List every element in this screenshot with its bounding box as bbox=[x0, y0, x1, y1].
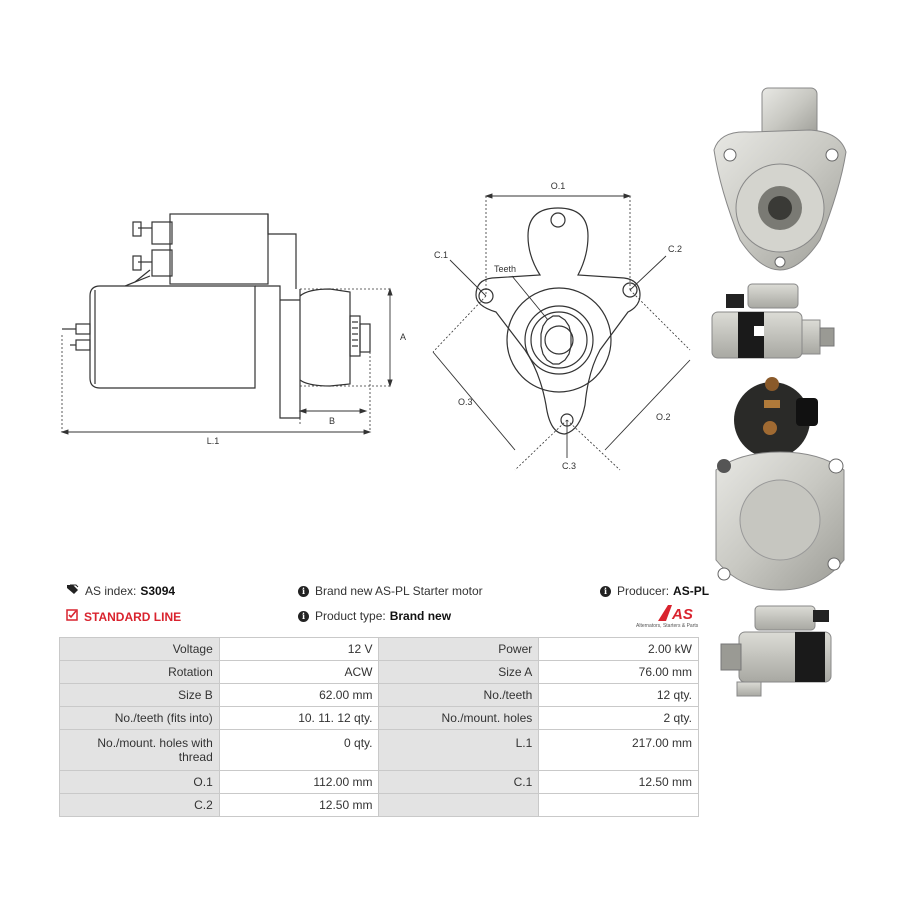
spec-label: No./teeth bbox=[378, 683, 540, 707]
product-type: i Product type: Brand new bbox=[298, 609, 451, 623]
tag-icon bbox=[66, 584, 79, 598]
producer-value: AS-PL bbox=[673, 584, 710, 598]
spec-value: 2 qty. bbox=[538, 706, 699, 730]
as-index: AS index: S3094 bbox=[66, 584, 175, 598]
table-row: C.2 12.50 mm bbox=[59, 793, 699, 817]
spec-value: 12.50 mm bbox=[218, 793, 380, 817]
table-row: No./teeth (fits into) 10. 11. 12 qty. No… bbox=[59, 706, 699, 730]
front-view-drawing: O.1 O.2 O.3 C.1 C.2 C.3 Teeth bbox=[432, 181, 691, 471]
checkbox-icon bbox=[66, 609, 78, 624]
product-type-label: Product type: bbox=[315, 609, 386, 623]
spec-value: 2.00 kW bbox=[538, 637, 699, 661]
info-icon: i bbox=[298, 610, 309, 622]
spec-value: 12.50 mm bbox=[538, 770, 699, 794]
solenoid-body bbox=[169, 213, 269, 285]
dim-o2-label: O.2 bbox=[656, 412, 671, 422]
spec-label: L.1 bbox=[378, 729, 540, 771]
producer-label: Producer: bbox=[617, 584, 670, 598]
spec-value: 217.00 mm bbox=[538, 729, 699, 771]
dim-o3-label: O.3 bbox=[458, 397, 473, 407]
specs-table: Voltage 12 V Power 2.00 kW Rotation ACW … bbox=[59, 637, 699, 817]
spec-value: 62.00 mm bbox=[218, 683, 380, 707]
dim-c2-label: C.2 bbox=[668, 244, 682, 254]
product-photos bbox=[711, 87, 847, 591]
dim-o1-label: O.1 bbox=[551, 181, 566, 191]
table-row: O.1 112.00 mm C.1 12.50 mm bbox=[59, 770, 699, 794]
side-view-drawing: L.1 A B bbox=[60, 181, 691, 471]
table-row: Size B 62.00 mm No./teeth 12 qty. bbox=[59, 683, 699, 707]
standard-line: STANDARD LINE bbox=[66, 609, 181, 624]
as-pl-logo: AS Alternators, Starters & Parts bbox=[636, 603, 700, 629]
photo-side bbox=[711, 283, 835, 359]
spec-value: 12 V bbox=[218, 637, 380, 661]
spec-value: 12 qty. bbox=[538, 683, 699, 707]
photo-side-angle bbox=[720, 605, 832, 697]
dim-c1-label: C.1 bbox=[434, 250, 448, 260]
spec-value: 10. 11. 12 qty. bbox=[218, 706, 380, 730]
spec-label bbox=[378, 793, 540, 817]
spec-label: O.1 bbox=[59, 770, 220, 794]
spec-label: Size B bbox=[59, 683, 220, 707]
spec-label: Voltage bbox=[59, 637, 220, 661]
dim-l1-label: L.1 bbox=[207, 436, 220, 446]
spec-value: 0 qty. bbox=[218, 729, 380, 771]
logo-text: AS bbox=[671, 606, 693, 623]
spec-label: C.1 bbox=[378, 770, 540, 794]
photo-rear bbox=[734, 377, 818, 458]
motor-body bbox=[89, 285, 256, 389]
dim-b-label: B bbox=[329, 416, 335, 426]
producer: i Producer: AS-PL bbox=[600, 584, 709, 598]
info-icon: i bbox=[298, 585, 309, 597]
teeth-label: Teeth bbox=[494, 264, 516, 274]
photo-front-flange bbox=[713, 87, 847, 271]
spec-label: C.2 bbox=[59, 793, 220, 817]
spec-label: Power bbox=[378, 637, 540, 661]
table-row: Rotation ACW Size A 76.00 mm bbox=[59, 660, 699, 684]
spec-value: 76.00 mm bbox=[538, 660, 699, 684]
spec-label: No./mount. holes bbox=[378, 706, 540, 730]
spec-value bbox=[538, 793, 699, 817]
photo-rear-cap bbox=[715, 451, 845, 591]
spec-value: 112.00 mm bbox=[218, 770, 380, 794]
description: i Brand new AS-PL Starter motor bbox=[298, 584, 483, 598]
spec-label: Rotation bbox=[59, 660, 220, 684]
description-text: Brand new AS-PL Starter motor bbox=[315, 584, 483, 598]
as-index-value: S3094 bbox=[140, 584, 176, 598]
spec-label: No./mount. holes with thread bbox=[59, 729, 220, 771]
logo-tagline: Alternators, Starters & Parts bbox=[636, 623, 699, 629]
dim-c3-label: C.3 bbox=[562, 461, 576, 471]
table-row: Voltage 12 V Power 2.00 kW bbox=[59, 637, 699, 661]
product-type-value: Brand new bbox=[389, 609, 452, 623]
info-icon: i bbox=[600, 585, 611, 597]
spec-label: No./teeth (fits into) bbox=[59, 706, 220, 730]
spec-label: Size A bbox=[378, 660, 540, 684]
dim-a-label: A bbox=[400, 332, 406, 342]
spec-value: ACW bbox=[218, 660, 380, 684]
table-row: No./mount. holes with thread 0 qty. L.1 … bbox=[59, 729, 699, 771]
as-index-label: AS index: bbox=[85, 584, 137, 598]
standard-line-label: STANDARD LINE bbox=[84, 609, 182, 624]
